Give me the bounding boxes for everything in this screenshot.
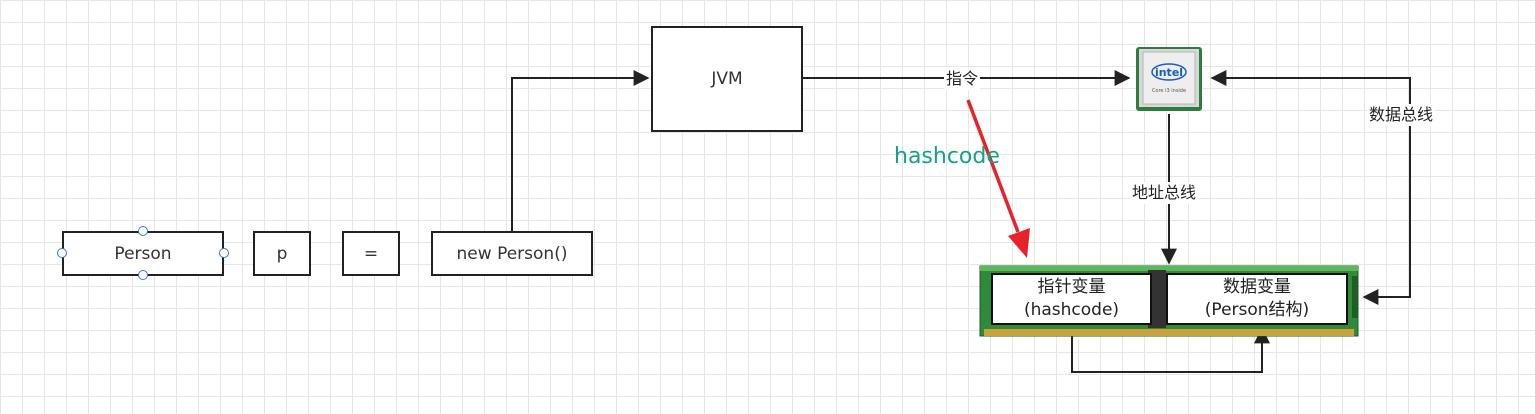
jvm-box[interactable]: JVM — [651, 26, 803, 132]
pointer-variable-title: 指针变量 — [1037, 277, 1106, 297]
selection-handle-left[interactable] — [57, 248, 67, 258]
selection-handle-right[interactable] — [219, 248, 229, 258]
address-bus-label: 地址总线 — [1130, 182, 1199, 204]
selection-handle-top[interactable] — [138, 226, 148, 236]
data-variable-subtitle: (Person结构) — [1204, 300, 1310, 320]
pointer-variable-subtitle: (hashcode) — [1023, 300, 1120, 320]
jvm-label: JVM — [711, 69, 743, 89]
variable-p-label: p — [276, 243, 288, 264]
data-bus-label: 数据总线 — [1367, 104, 1436, 126]
new-person-to-jvm-arrow — [511, 70, 650, 231]
hashcode-annotation: hashcode — [894, 144, 1000, 169]
person-type-label: Person — [114, 243, 172, 264]
cpu-chip-icon: intel Core i3 inside — [1135, 46, 1203, 112]
cpu-brand-text: intel — [1155, 66, 1183, 79]
selection-handle-bottom[interactable] — [138, 270, 148, 280]
equals-label: = — [363, 243, 379, 264]
pointer-to-data-arrow — [1071, 325, 1270, 373]
hashcode-red-arrow — [966, 99, 1030, 258]
data-variable-cell[interactable]: 数据变量 (Person结构) — [1166, 273, 1348, 325]
data-bus-arrow — [1210, 70, 1411, 305]
equals-box[interactable]: = — [342, 231, 400, 276]
new-person-label: new Person() — [456, 243, 568, 264]
pointer-variable-cell[interactable]: 指针变量 (hashcode) — [991, 273, 1152, 325]
instruction-label: 指令 — [944, 68, 981, 90]
variable-p-box[interactable]: p — [253, 231, 311, 276]
new-person-box[interactable]: new Person() — [431, 231, 593, 276]
cpu-model-text: Core i3 inside — [1152, 88, 1186, 94]
data-variable-title: 数据变量 — [1223, 277, 1291, 297]
